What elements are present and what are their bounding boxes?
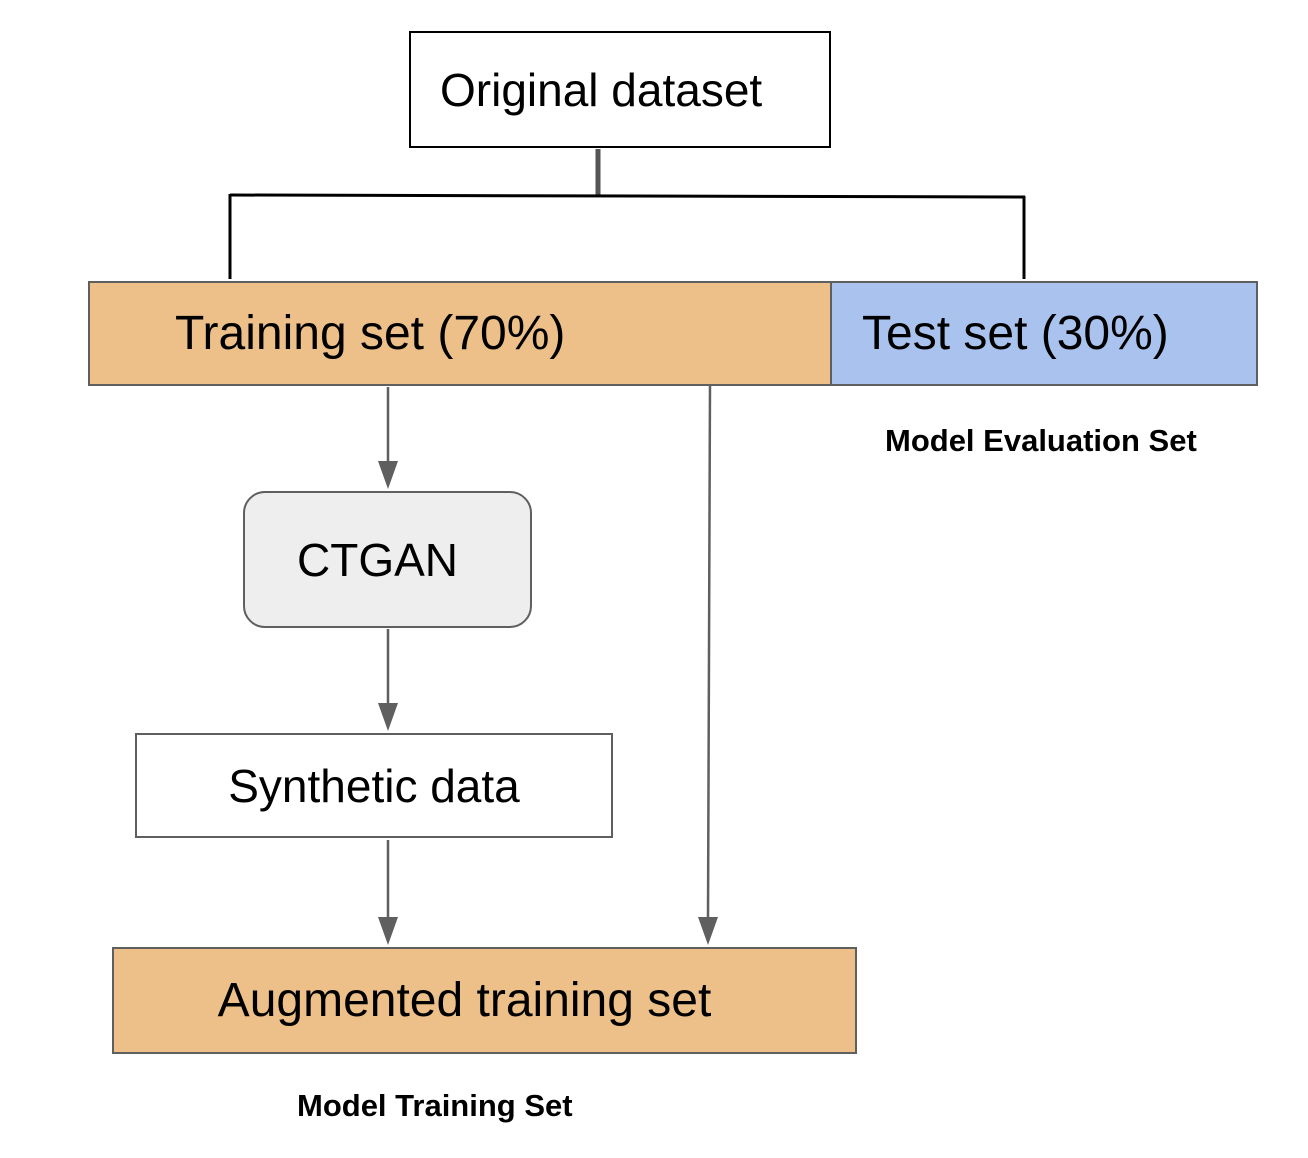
original-dataset-label: Original dataset bbox=[440, 63, 763, 116]
model-training-set-caption: Model Training Set bbox=[297, 1088, 573, 1123]
test-set-label: Test set (30%) bbox=[862, 307, 1169, 360]
training-set-label: Training set (70%) bbox=[175, 307, 566, 360]
ctgan-node: CTGAN bbox=[243, 491, 532, 628]
arrowhead-training-to-ctgan bbox=[378, 461, 398, 489]
original-dataset-node: Original dataset bbox=[409, 31, 831, 148]
test-set-node: Test set (30%) bbox=[830, 281, 1258, 386]
model-evaluation-set-caption: Model Evaluation Set bbox=[885, 423, 1197, 458]
arrowhead-synthetic-to-augmented bbox=[378, 917, 398, 945]
arrowhead-ctgan-to-synthetic bbox=[378, 703, 398, 731]
training-set-node: Training set (70%) bbox=[88, 281, 832, 386]
synthetic-data-node: Synthetic data bbox=[135, 733, 613, 838]
augmented-training-set-label: Augmented training set bbox=[217, 974, 712, 1027]
bracket-crossbar bbox=[229, 193, 1026, 199]
arrowhead-training-to-augmented bbox=[698, 917, 718, 945]
synthetic-data-label: Synthetic data bbox=[228, 759, 520, 812]
arrow-training-to-augmented bbox=[706, 382, 712, 920]
augmented-training-set-node: Augmented training set bbox=[112, 947, 857, 1054]
ctgan-label: CTGAN bbox=[297, 533, 458, 586]
